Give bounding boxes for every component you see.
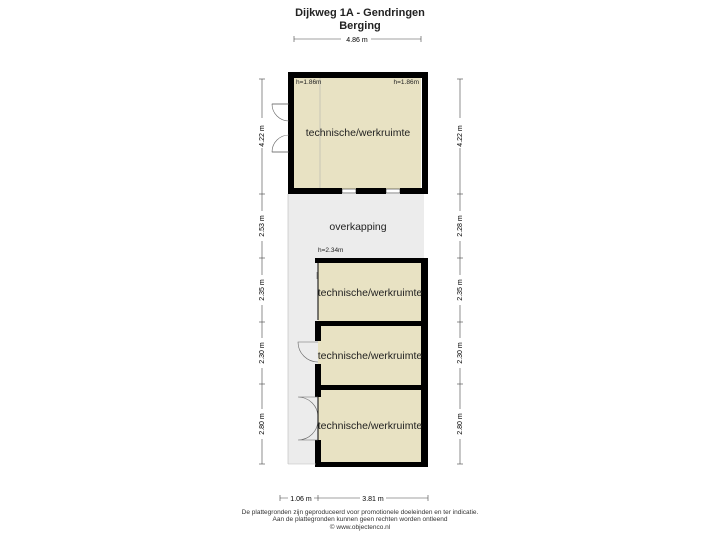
corridor-lower bbox=[288, 385, 318, 464]
dimension-left-3: 2.35 m bbox=[259, 279, 266, 301]
walls bbox=[288, 72, 428, 467]
double-door-left-icon bbox=[271, 100, 290, 173]
room-label-overkapping: overkapping bbox=[329, 221, 386, 233]
room-label-1: technische/werkruimte bbox=[306, 127, 411, 139]
dimension-top: 4.86 m bbox=[293, 34, 422, 44]
dimension-right-4: 2.30 m bbox=[457, 342, 464, 364]
dimension-right-3: 2.35 m bbox=[457, 279, 464, 301]
corridor-fill bbox=[288, 258, 318, 388]
room-2-floor bbox=[318, 262, 422, 323]
dimension-left-4: 2.30 m bbox=[259, 342, 266, 364]
room-label-2: technische/werkruimte bbox=[318, 287, 423, 299]
dimension-right-1: 4.22 m bbox=[457, 125, 464, 147]
room-3-floor bbox=[318, 326, 422, 386]
dimension-left-2: 2.53 m bbox=[259, 215, 266, 237]
room-1-floor bbox=[294, 77, 421, 190]
room-label-3: technische/werkruimte bbox=[318, 350, 423, 362]
height-label-room2: h=2.34m bbox=[318, 247, 343, 254]
windows bbox=[341, 188, 401, 194]
footer-copyright: © www.objectenco.nl bbox=[329, 524, 391, 531]
dimension-right-2: 2.28 m bbox=[457, 215, 464, 237]
height-label-room1-left: h=1.86m bbox=[296, 79, 321, 86]
room-label-4: technische/werkruimte bbox=[318, 420, 423, 432]
dimension-bottom-left-label: 1.06 m bbox=[290, 496, 312, 503]
plan-title: Dijkweg 1A - Gendringen bbox=[295, 7, 425, 19]
dimension-top-label: 4.86 m bbox=[346, 37, 368, 44]
footer-disclaimer-2: Aan de plattegronden kunnen geen rechten… bbox=[272, 516, 448, 523]
dimension-right-5: 2.80 m bbox=[457, 413, 464, 435]
dimension-right: 4.22 m 2.28 m 2.35 m 2.30 m 2.80 m bbox=[455, 78, 465, 465]
height-label-room1-right: h=1.86m bbox=[394, 79, 419, 86]
plan-subtitle: Berging bbox=[339, 20, 381, 32]
double-door-room4-icon bbox=[297, 396, 319, 441]
door-room3-icon bbox=[297, 341, 319, 363]
dimension-bottom: 1.06 m 3.81 m bbox=[279, 493, 429, 503]
dimension-bottom-right-label: 3.81 m bbox=[362, 496, 384, 503]
room-4-floor bbox=[318, 389, 422, 462]
dimension-left-5: 2.80 m bbox=[259, 413, 266, 435]
dimension-left-1: 4.22 m bbox=[259, 125, 266, 147]
footer-disclaimer-1: De plattegronden zijn geproduceerd voor … bbox=[241, 509, 479, 516]
corridor-outline bbox=[287, 194, 316, 465]
dimension-left: 4.22 m 2.53 m 2.35 m 2.30 m 2.80 m bbox=[257, 78, 267, 465]
